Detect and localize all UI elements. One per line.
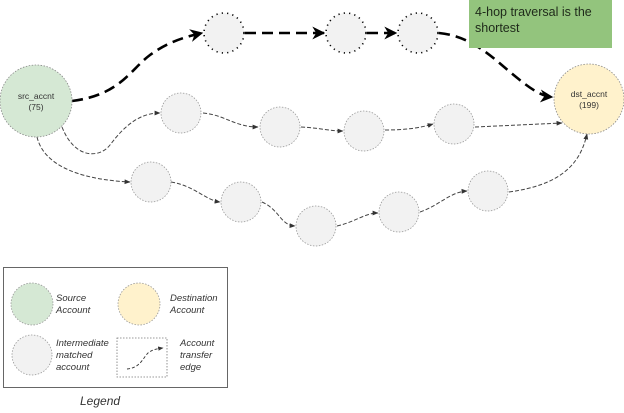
destination-node-label: dst_accnt (199) [559, 89, 619, 111]
intermediate-node[interactable] [160, 92, 202, 134]
source-node-id: (75) [28, 102, 44, 112]
legend-destination-label: Destination Account [170, 293, 218, 316]
intermediate-node[interactable] [203, 12, 245, 54]
intermediate-node[interactable] [295, 205, 337, 247]
legend-source-symbol [10, 282, 54, 326]
source-node[interactable] [0, 64, 73, 138]
destination-node[interactable] [553, 63, 624, 135]
intermediate-node[interactable] [433, 103, 475, 145]
legend-source-label: Source Account [56, 293, 91, 316]
legend-title: Legend [80, 394, 121, 408]
intermediate-node[interactable] [397, 12, 439, 54]
legend-intermediate-symbol [11, 334, 53, 376]
middle-path-nodes [160, 92, 475, 152]
legend-box [3, 267, 228, 388]
destination-node-name: dst_accnt [570, 89, 608, 99]
legend-edge-label: Account transfer edge [180, 338, 215, 373]
legend-destination-symbol [117, 282, 161, 326]
intermediate-node[interactable] [378, 191, 420, 233]
bottom-path-edges [36, 133, 589, 229]
note-text: 4-hop traversal is the shortest [475, 5, 592, 35]
intermediate-node[interactable] [259, 106, 301, 148]
shortest-path-edges [71, 26, 554, 103]
intermediate-node[interactable] [467, 170, 509, 212]
intermediate-node[interactable] [220, 181, 262, 223]
middle-path-edges [61, 110, 563, 155]
intermediate-node[interactable] [130, 161, 172, 203]
legend-edge-arrow [126, 346, 164, 370]
shortest-path-nodes [203, 12, 439, 54]
destination-node-id: (199) [579, 100, 599, 110]
source-node-name: src_accnt [17, 91, 55, 101]
intermediate-node[interactable] [325, 12, 367, 54]
legend-edge-symbol-box [116, 337, 168, 378]
shortest-path-note: 4-hop traversal is the shortest [469, 0, 612, 48]
source-node-label: src_accnt (75) [6, 91, 66, 113]
legend-intermediate-label: Intermediate matched account [56, 338, 109, 373]
intermediate-node[interactable] [343, 110, 385, 152]
bottom-path-nodes [130, 161, 509, 247]
